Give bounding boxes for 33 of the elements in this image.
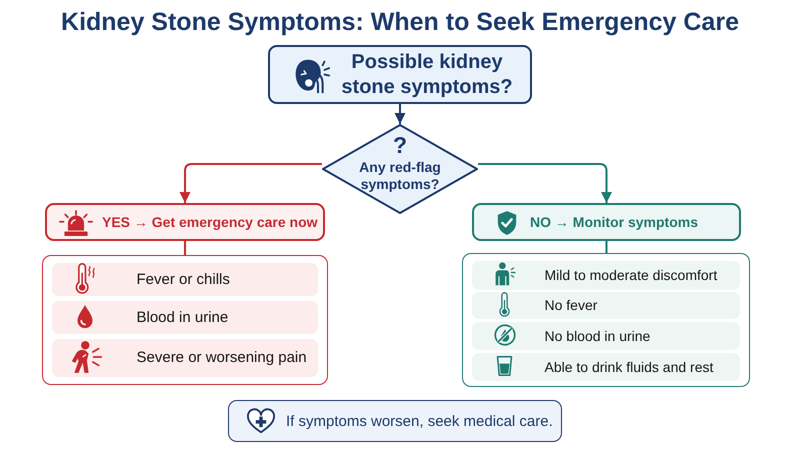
symptom-row bbox=[472, 322, 740, 350]
arrow bbox=[394, 104, 406, 124]
result-header bbox=[45, 203, 325, 241]
result-header bbox=[472, 203, 741, 241]
arrow bbox=[180, 163, 322, 203]
symptom-panel bbox=[462, 253, 750, 387]
symptom-text: Fever or chills bbox=[136, 270, 230, 288]
symptom-text: No fever bbox=[544, 297, 598, 313]
note-box bbox=[228, 400, 562, 442]
connector-line bbox=[606, 241, 608, 253]
result-heading: NO → Monitor symptoms bbox=[530, 214, 698, 230]
symptom-row bbox=[472, 260, 740, 290]
symptom-text: Mild to moderate discomfort bbox=[544, 267, 718, 283]
symptom-row bbox=[52, 262, 318, 296]
question-mark: ? bbox=[392, 133, 408, 157]
symptom-text: No blood in urine bbox=[544, 328, 650, 344]
question-text: Possible kidney stone symptoms? bbox=[340, 50, 514, 100]
symptom-row bbox=[52, 300, 318, 334]
title: Kidney Stone Symptoms: When to Seek Emergency Care bbox=[61, 8, 739, 36]
symptom-row bbox=[52, 338, 318, 376]
arrow bbox=[478, 163, 612, 203]
result-heading: YES → Get emergency care now bbox=[102, 214, 318, 230]
symptom-text: Able to drink fluids and rest bbox=[544, 358, 714, 374]
symptom-row bbox=[472, 352, 740, 380]
decision-text: Any red-flag symptoms? bbox=[358, 159, 442, 193]
symptom-text: Severe or worsening pain bbox=[136, 349, 307, 366]
note-text: If symptoms worsen, seek medical care. bbox=[286, 412, 553, 430]
decision-diamond bbox=[322, 124, 478, 214]
symptom-row bbox=[472, 292, 740, 318]
connector-line bbox=[184, 241, 186, 255]
symptom-panel bbox=[42, 255, 328, 385]
symptom-text: Blood in urine bbox=[136, 308, 228, 326]
question-box bbox=[268, 45, 532, 104]
